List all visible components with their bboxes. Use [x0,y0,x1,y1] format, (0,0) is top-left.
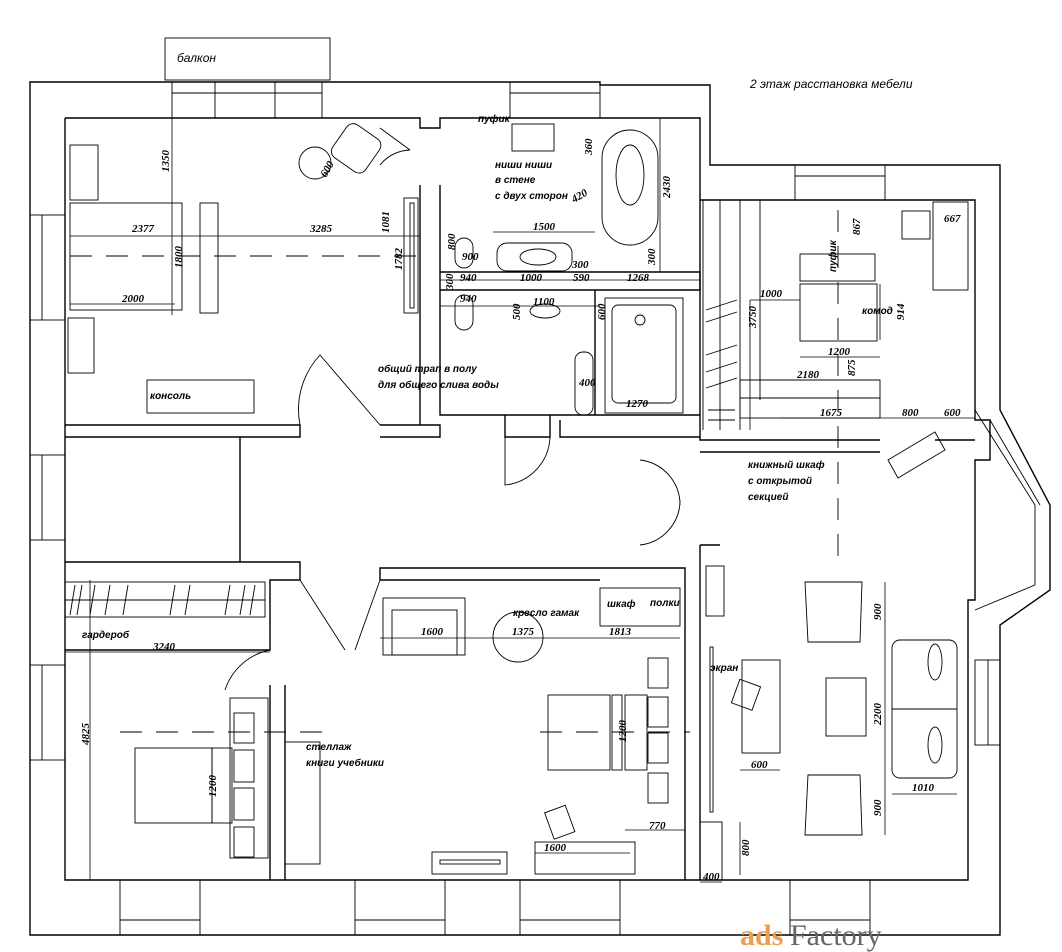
dim: 1270 [626,398,649,410]
label-dresser: комод [862,306,893,317]
dim: 800 [446,233,458,250]
dim: 800 [740,839,752,856]
dim: 2180 [796,369,820,381]
dim: 770 [649,820,666,832]
dim: 500 [511,303,523,320]
plan-title: 2 этаж расстановка мебели [749,77,913,91]
windows [29,81,1001,936]
furniture-bedroom-3 [382,587,681,875]
dim: 300 [444,273,456,291]
dim: 1100 [533,296,555,308]
dim: 1200 [828,346,851,358]
label-niche-1: ниши ниши [495,160,552,171]
dim: 900 [462,251,479,263]
label-screen: экран [710,663,738,674]
svg-text:ads: ads [740,919,783,952]
dim: 600 [318,159,337,180]
label-drain-1: общий трап в полу [378,363,477,375]
dim: 1200 [207,775,219,798]
dim: 1010 [912,782,935,794]
furniture-bedroom-2 [64,581,321,865]
dim: 867 [851,218,863,235]
furniture-right-room [702,200,969,430]
dim: 400 [702,871,720,883]
label-console: консоль [150,391,191,402]
dim: 667 [944,213,961,225]
dim: 600 [944,407,961,419]
dim: 900 [872,603,884,620]
dim: 940 [460,272,477,284]
label-hammock: кресло гамак [513,608,580,619]
dim: 3285 [309,223,333,235]
dim: 1350 [160,150,172,173]
dim: 1813 [609,626,632,638]
watermark-logo: ads Factory [740,919,882,952]
label-closet: шкаф [607,598,636,610]
inner-wall-right [700,320,991,881]
furniture-bedroom-1 [67,123,419,414]
dim: 1500 [533,221,556,233]
dim: 1000 [520,272,543,284]
dimensions: 1350 600 2377 3285 1081 1800 1782 2000 8… [80,138,961,883]
dim: 2200 [872,703,884,727]
dim: 875 [846,359,858,376]
dim: 600 [596,303,608,320]
label-bookcase-3: секцией [748,492,788,503]
furniture-bathroom [454,123,684,416]
doors [224,127,946,691]
dim: 590 [573,272,590,284]
dim: 360 [583,138,595,156]
dim: 914 [895,303,907,320]
dim: 800 [902,407,919,419]
dim: 1375 [512,626,535,638]
label-niche-3: с двух сторон [495,191,568,202]
dim: 1600 [421,626,444,638]
dim: 1800 [173,246,185,269]
dim: 1081 [380,211,392,233]
furniture-living [699,565,958,881]
dim: 2430 [661,176,673,200]
dim: 600 [751,759,768,771]
dim: 1268 [627,272,650,284]
dim: 300 [571,259,589,271]
inner-wall-left [64,118,700,881]
label-drain-2: для общего слива воды [378,379,499,391]
dim: 940 [460,293,477,305]
dim: 2000 [121,293,145,305]
dim: 4825 [80,723,92,747]
label-wardrobe: гардероб [82,629,130,641]
label-pouf-right: пуфик [827,239,839,272]
dim: 1675 [820,407,843,419]
label-pouf-bath: пуфик [478,113,511,125]
svg-text:Factory: Factory [790,919,882,952]
label-niche-2: в стене [495,175,536,186]
partitions [65,185,975,880]
dim: 900 [872,799,884,816]
balcony-box [164,37,331,81]
dim: 1782 [393,248,405,271]
dim: 400 [578,377,596,389]
label-rack-1: стеллаж [306,742,352,753]
dim: 2377 [131,223,155,235]
dim: 1600 [544,842,567,854]
dim: 1200 [617,720,629,743]
dimension-lines [65,118,975,883]
label-balcony: балкон [177,51,216,65]
outer-wall [29,81,1051,936]
dim: 3240 [152,641,176,653]
dim: 3750 [747,306,759,330]
dim: 300 [646,248,658,266]
label-shelves: полки [650,598,680,609]
label-rack-2: книги учебники [306,757,384,769]
label-bookcase-1: книжный шкаф [748,459,825,471]
dim: 1000 [760,288,783,300]
label-bookcase-2: с открытой [748,476,812,487]
bay-window [974,409,1041,611]
dim: 420 [569,187,591,206]
